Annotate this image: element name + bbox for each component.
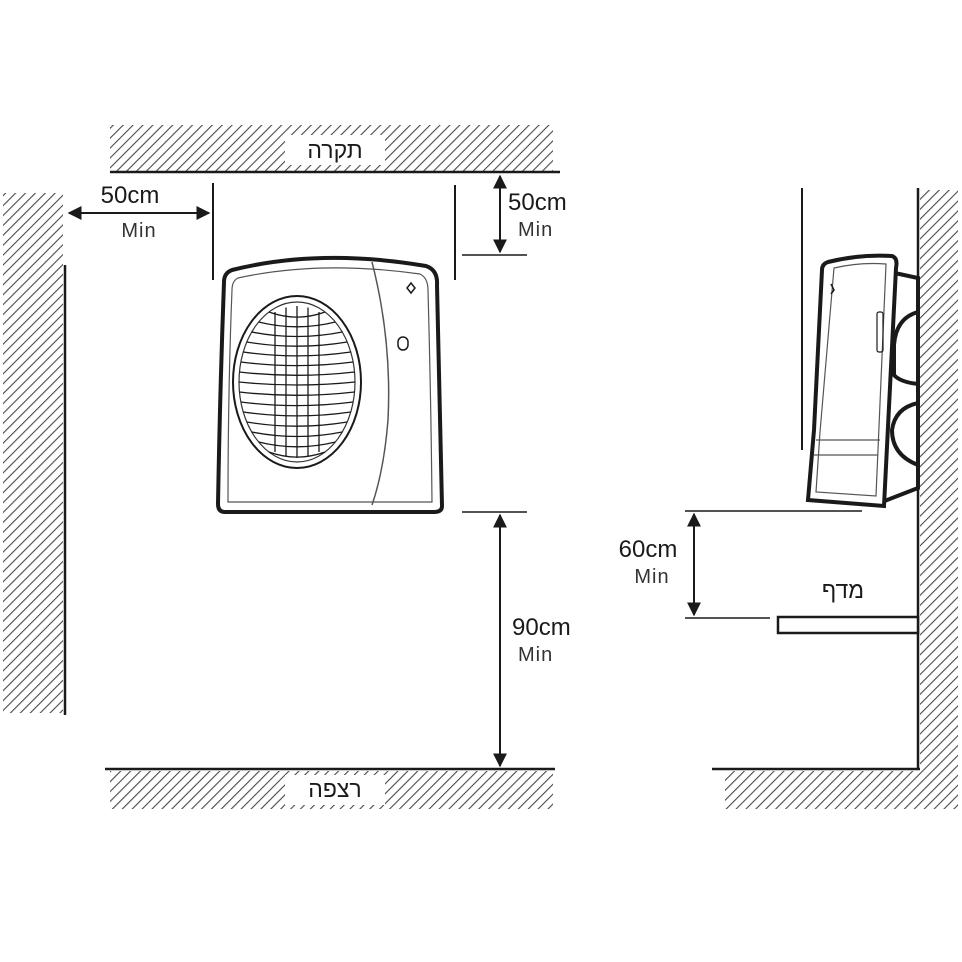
heater-inner-outline	[227, 267, 433, 503]
heater-side	[805, 253, 920, 509]
floor-label-box	[285, 775, 385, 805]
side-clearance-dimension: 50cm Min	[67, 182, 211, 242]
heater-side-inner	[815, 262, 887, 497]
heater-grille	[232, 295, 362, 469]
heater-side-body	[805, 253, 899, 509]
heater-control-panel-edge	[371, 261, 390, 506]
heater-front	[215, 255, 445, 514]
heater-side-vent-upper	[892, 310, 919, 386]
shelf-clearance-dimension: 60cm Min	[619, 512, 701, 617]
shelf-board	[776, 615, 920, 635]
floor-clearance-qualifier: Min	[518, 644, 553, 666]
left-wall-hatch	[3, 193, 63, 713]
left-wall	[3, 193, 67, 715]
ceiling-label: תקרה	[307, 137, 362, 163]
side-floor-hatch	[725, 771, 958, 809]
heater-side-indicator-icon	[830, 283, 835, 295]
floor-clearance-dimension: 90cm Min	[493, 513, 571, 768]
grille-frame	[232, 295, 362, 469]
right-wall-hatch	[920, 190, 958, 772]
floor-label: רצפה	[308, 776, 361, 802]
ceiling: תקרה	[110, 125, 560, 174]
shelf: מדף	[776, 577, 920, 635]
side-floor	[712, 767, 958, 809]
heater-body	[215, 255, 445, 514]
top-clearance-qualifier: Min	[518, 219, 553, 241]
right-wall	[916, 188, 958, 772]
ceiling-label-box	[285, 135, 385, 165]
heater-side-switch-icon	[876, 311, 884, 353]
power-indicator-icon	[406, 281, 416, 295]
shelf-label: מדף	[822, 577, 864, 603]
side-view: מדף 60cm Min	[619, 188, 958, 809]
thermostat-knob-icon	[397, 336, 409, 351]
heater-side-vent-lower	[889, 401, 919, 467]
side-clearance-qualifier: Min	[121, 220, 156, 242]
shelf-clearance-value: 60cm	[619, 536, 678, 563]
side-clearance-value: 50cm	[101, 182, 160, 209]
front-view: תקרה רצפה	[3, 125, 571, 809]
shelf-clearance-qualifier: Min	[634, 566, 669, 588]
floor: רצפה	[105, 767, 555, 809]
top-clearance-value: 50cm	[508, 189, 567, 216]
floor-clearance-value: 90cm	[512, 614, 571, 641]
grille-bars	[238, 306, 356, 458]
top-clearance-dimension: 50cm Min	[493, 174, 567, 254]
